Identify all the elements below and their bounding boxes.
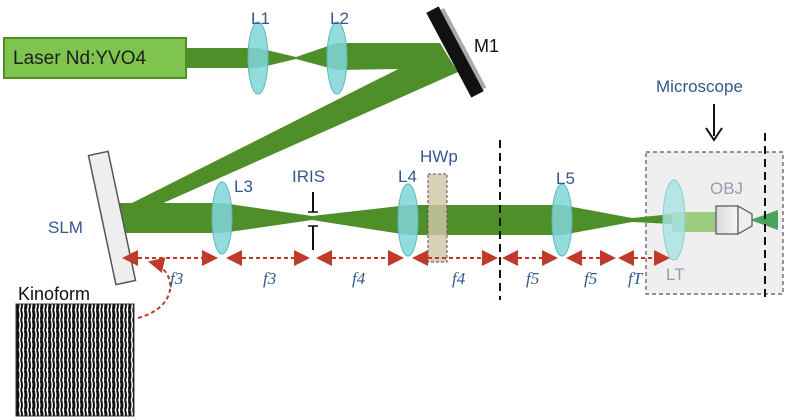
kinoform-arrow xyxy=(137,257,172,319)
label-obj: OBJ xyxy=(710,179,743,198)
lens-l4 xyxy=(397,183,419,257)
lens-lt xyxy=(662,179,686,261)
focal-label-1: f3 xyxy=(170,269,183,288)
label-kinoform: Kinoform xyxy=(18,284,90,304)
lens-l1 xyxy=(247,21,269,95)
label-microscope: Microscope xyxy=(656,77,743,96)
focal-label-6: f5 xyxy=(584,269,597,288)
label-m1: M1 xyxy=(474,36,499,56)
label-l5: L5 xyxy=(556,169,575,188)
lens-l3 xyxy=(211,181,233,255)
beam-segment-2 xyxy=(118,203,672,235)
mirror-m1 xyxy=(426,6,487,98)
kinoform-image xyxy=(15,303,135,417)
label-l2: L2 xyxy=(330,9,349,28)
lens-l5 xyxy=(551,183,573,257)
label-lt: LT xyxy=(666,265,685,284)
objective-icon xyxy=(715,204,753,236)
label-iris: IRIS xyxy=(292,167,325,186)
focal-label-7: fT xyxy=(628,269,644,288)
lens-l2 xyxy=(326,21,348,95)
label-slm: SLM xyxy=(48,218,83,237)
beam-diagonal xyxy=(118,47,458,210)
label-l3: L3 xyxy=(234,177,253,196)
focal-label-4: f4 xyxy=(452,269,466,288)
half-wave-plate xyxy=(427,173,448,263)
laser-label: Laser Nd:YVO4 xyxy=(13,48,146,69)
focal-label-5: f5 xyxy=(526,269,539,288)
label-l1: L1 xyxy=(251,9,270,28)
focal-label-3: f4 xyxy=(352,269,366,288)
laser-box xyxy=(3,37,187,79)
focal-label-2: f3 xyxy=(263,269,276,288)
focus-cone xyxy=(750,210,778,230)
microscope-arrow-head xyxy=(705,127,723,142)
label-hwp: HWp xyxy=(420,147,458,166)
label-l4: L4 xyxy=(398,167,417,186)
